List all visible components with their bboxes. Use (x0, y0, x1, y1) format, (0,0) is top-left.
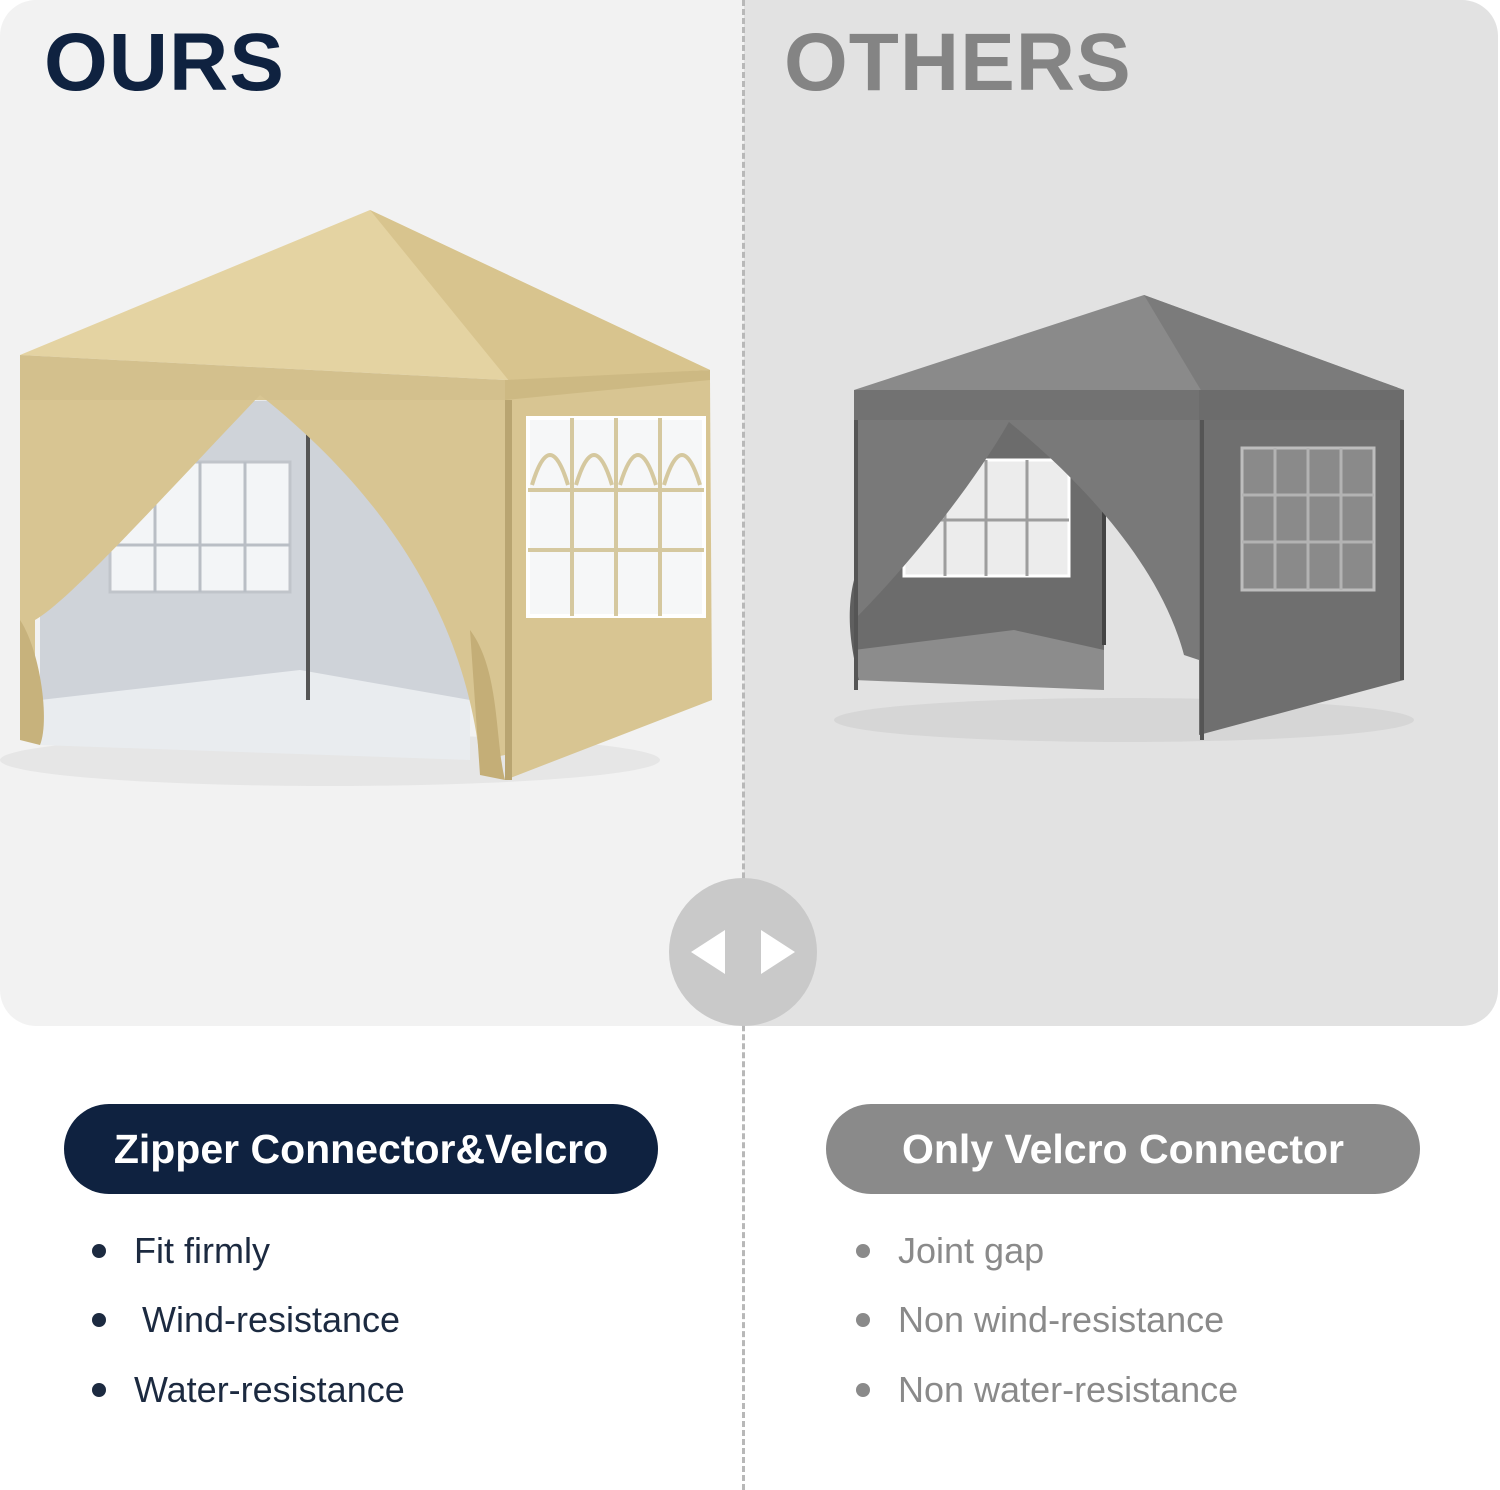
list-item: Non water-resistance (856, 1355, 1238, 1425)
bullet-dot-icon (92, 1243, 106, 1258)
zipper-connector-label: Zipper Connector&Velcro (113, 1125, 609, 1172)
feature-text: Fit firmly (134, 1229, 270, 1271)
list-item: Water-resistance (92, 1355, 405, 1425)
feature-text: Joint gap (898, 1229, 1045, 1271)
left-right-arrows-icon (691, 930, 795, 974)
feature-text: Non water-resistance (898, 1368, 1239, 1410)
center-divider (742, 0, 745, 1490)
ours-panel: OURS (0, 0, 744, 1026)
bullet-dot-icon (92, 1382, 106, 1397)
grey-tent-image (834, 295, 1414, 742)
others-heading: OTHERS (784, 17, 1132, 108)
beige-tent-image (0, 210, 712, 786)
compare-slider-handle[interactable] (669, 878, 817, 1026)
zipper-connector-badge: Zipper Connector&Velcro (64, 1104, 658, 1194)
ours-heading: OURS (44, 17, 285, 108)
ours-feature-list: Fit firmly Wind-resistance Water-resista… (92, 1216, 405, 1425)
others-panel: OTHERS (744, 0, 1498, 1026)
feature-text: Wind-resistance (142, 1299, 401, 1341)
list-item: Fit firmly (92, 1216, 405, 1286)
velcro-connector-label: Only Velcro Connector (902, 1125, 1344, 1172)
list-item: Joint gap (856, 1216, 1238, 1286)
list-item: Non wind-resistance (856, 1286, 1238, 1356)
others-feature-list: Joint gap Non wind-resistance Non water-… (856, 1216, 1238, 1425)
list-item: Wind-resistance (92, 1286, 405, 1356)
feature-text: Water-resistance (134, 1368, 405, 1410)
velcro-connector-badge: Only Velcro Connector (826, 1104, 1420, 1194)
bullet-dot-icon (856, 1313, 870, 1328)
bullet-dot-icon (856, 1382, 870, 1397)
bullet-dot-icon (856, 1243, 870, 1258)
bullet-dot-icon (92, 1313, 106, 1328)
feature-text: Non wind-resistance (898, 1299, 1225, 1341)
